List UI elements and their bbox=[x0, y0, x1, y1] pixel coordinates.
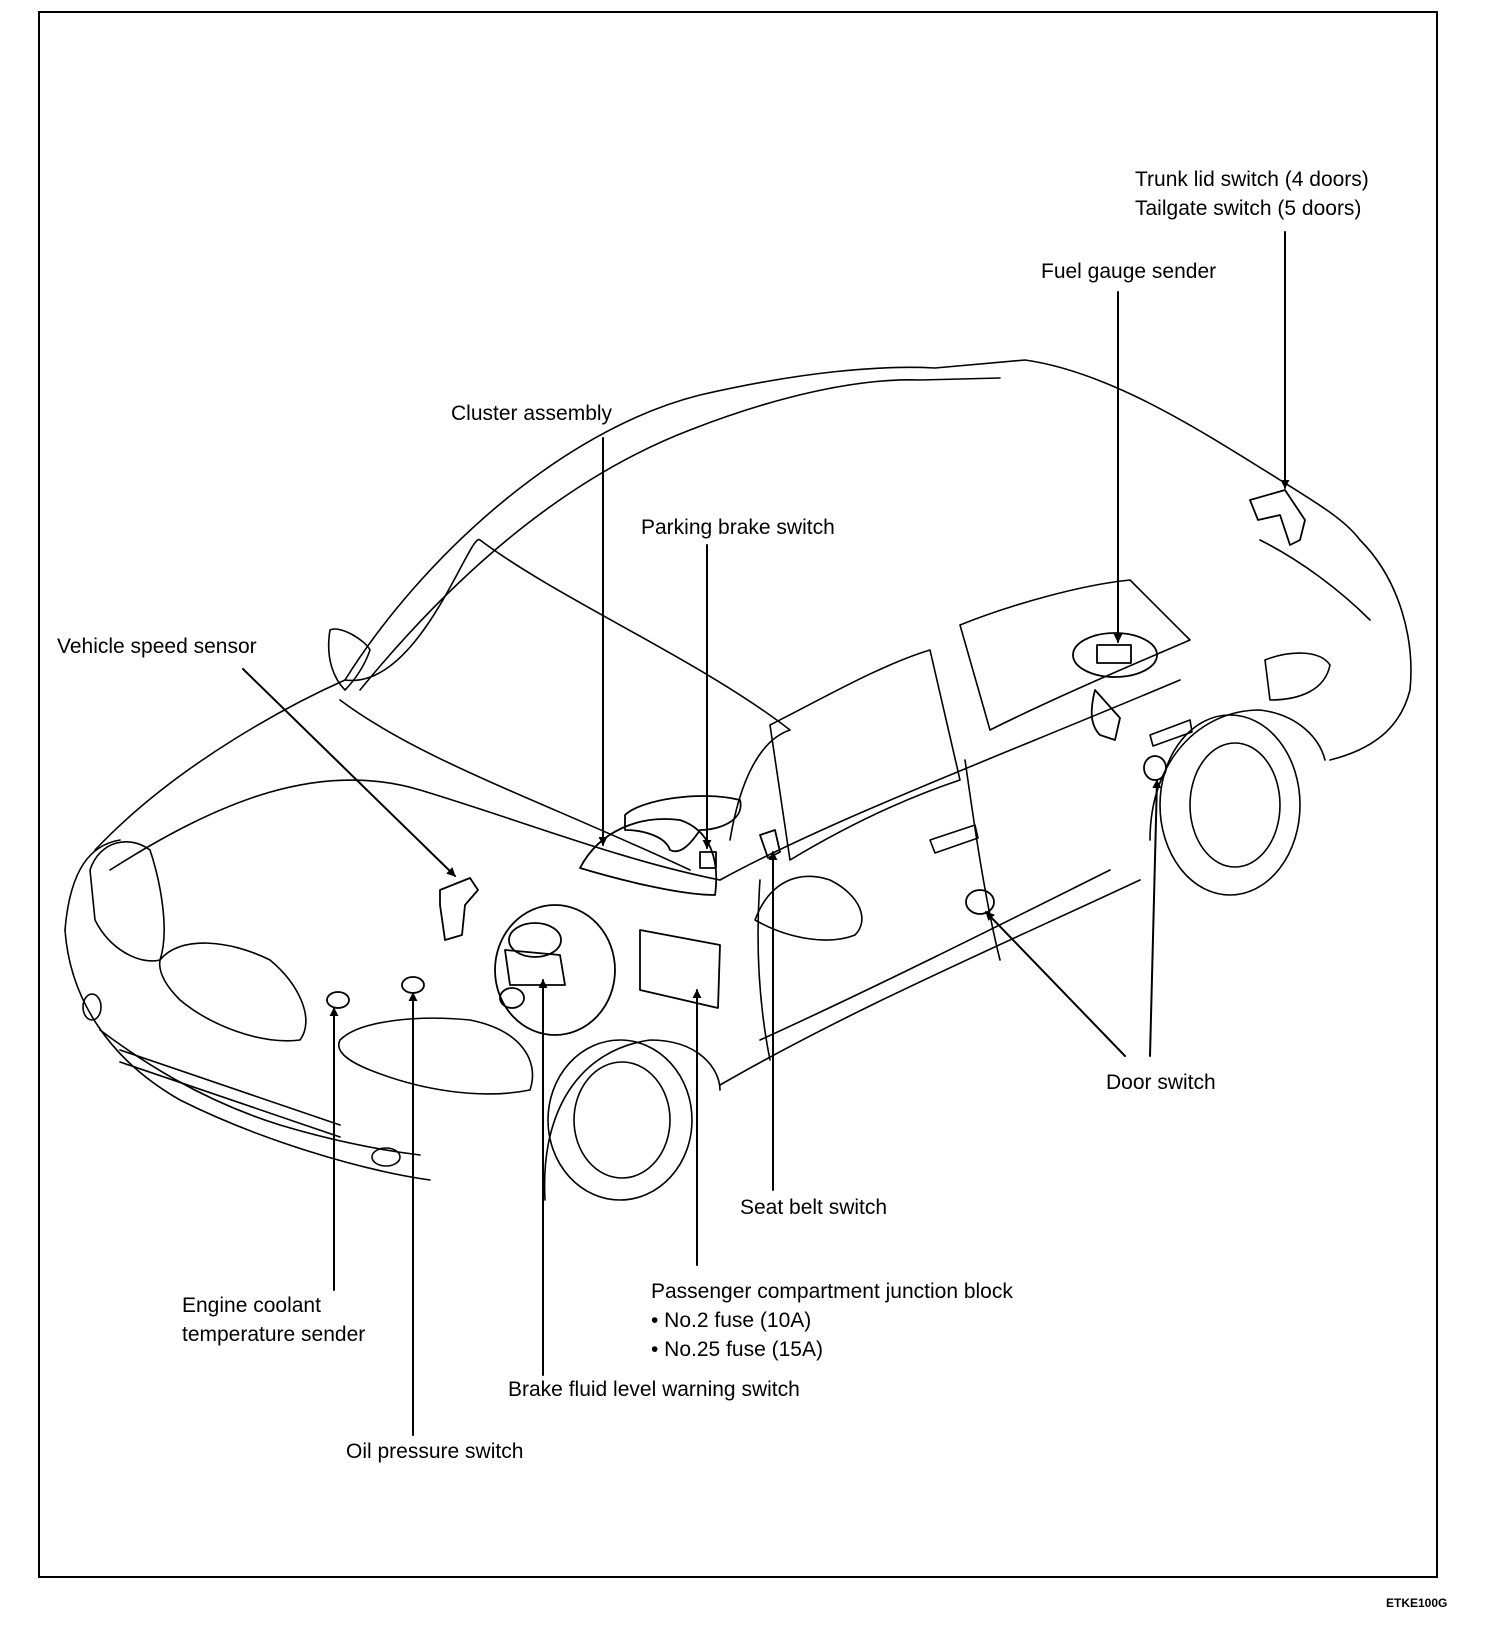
fog-lamp-right bbox=[371, 1147, 401, 1167]
label-engine-coolant-line2: temperature sender bbox=[182, 1323, 366, 1346]
door-handle-front bbox=[929, 824, 979, 854]
leader-speed-sensor bbox=[242, 668, 456, 877]
front-door-window bbox=[769, 649, 961, 861]
front-wheel-inner bbox=[573, 1061, 671, 1179]
car-roof-inner bbox=[359, 377, 1001, 691]
front-wheel bbox=[547, 1039, 693, 1201]
front-fender-flap bbox=[327, 628, 371, 691]
seat-belt-switch-shape bbox=[759, 829, 781, 859]
label-seat-belt-switch: Seat belt switch bbox=[740, 1196, 888, 1219]
label-junction-block: Passenger compartment junction block bbox=[651, 1280, 1013, 1303]
diagram-frame bbox=[38, 11, 1438, 1578]
leader-door-switch-rear bbox=[1149, 779, 1162, 1057]
figure-code: ETKE100G bbox=[1386, 1596, 1448, 1610]
bumper-strip bbox=[119, 1049, 341, 1126]
rear-deck bbox=[1259, 539, 1371, 621]
tail-lamp bbox=[1264, 652, 1331, 701]
side-line bbox=[719, 679, 1181, 881]
hood-line bbox=[109, 779, 721, 881]
side-sill bbox=[719, 879, 1141, 1086]
door-switch-rear bbox=[1143, 755, 1167, 781]
junction-block-box bbox=[639, 929, 721, 1009]
rear-wheel-inner bbox=[1189, 742, 1281, 868]
windshield bbox=[344, 539, 791, 841]
door-switch-front bbox=[965, 889, 995, 915]
tailgate-switch-shape bbox=[1249, 489, 1306, 546]
label-oil-pressure-switch: Oil pressure switch bbox=[346, 1440, 524, 1463]
door-handle-rear bbox=[1149, 719, 1193, 747]
label-fuse-no2: • No.2 fuse (10A) bbox=[651, 1309, 812, 1332]
parking-brake-lever bbox=[624, 795, 742, 853]
hood-front bbox=[64, 839, 121, 931]
brake-master-ring bbox=[494, 904, 616, 1036]
label-tailgate-switch: Tailgate switch (5 doors) bbox=[1135, 197, 1362, 220]
windshield-base bbox=[339, 699, 691, 871]
side-sill-2 bbox=[759, 869, 1111, 1041]
coolant-sender bbox=[326, 991, 350, 1009]
bumper bbox=[64, 929, 431, 1181]
rear-door-window bbox=[959, 579, 1191, 731]
label-cluster-assembly: Cluster assembly bbox=[451, 402, 613, 425]
headlight-right bbox=[338, 1017, 534, 1095]
label-fuel-gauge-sender: Fuel gauge sender bbox=[1041, 260, 1217, 283]
label-door-switch: Door switch bbox=[1106, 1071, 1216, 1094]
front-door-edge bbox=[757, 879, 771, 1061]
fog-lamp-left bbox=[82, 993, 102, 1021]
leader-door-switch-front bbox=[985, 911, 1126, 1057]
parking-brake-switch-box bbox=[699, 851, 717, 869]
rear-end bbox=[1329, 539, 1412, 761]
brake-reservoir-body bbox=[504, 949, 566, 986]
label-vehicle-speed-sensor: Vehicle speed sensor bbox=[57, 635, 257, 658]
rear-seat-hardware bbox=[1090, 689, 1121, 741]
label-brake-fluid-switch: Brake fluid level warning switch bbox=[508, 1378, 800, 1401]
side-mirror bbox=[754, 875, 863, 941]
oil-pressure-switch-shape bbox=[401, 976, 425, 994]
components bbox=[326, 489, 1306, 1036]
fuel-sender-unit bbox=[1096, 644, 1132, 664]
label-trunk-lid-switch: Trunk lid switch (4 doors) bbox=[1135, 168, 1369, 191]
leader-lines bbox=[242, 231, 1290, 1436]
label-fuse-no25: • No.25 fuse (15A) bbox=[651, 1338, 823, 1361]
brake-reservoir bbox=[508, 922, 562, 958]
bumper-strip-2 bbox=[119, 1061, 341, 1138]
bumper-lower bbox=[99, 1029, 421, 1156]
rear-wheel bbox=[1159, 714, 1301, 896]
label-engine-coolant-line1: Engine coolant bbox=[182, 1294, 321, 1317]
car-roof bbox=[344, 359, 1361, 681]
door-divider bbox=[964, 759, 1001, 961]
speed-sensor bbox=[439, 877, 479, 941]
brake-booster bbox=[499, 987, 525, 1009]
grille bbox=[158, 942, 307, 1042]
hood bbox=[94, 679, 346, 851]
fuel-sender-ring bbox=[1072, 632, 1158, 678]
headlight-left bbox=[89, 841, 165, 962]
label-parking-brake-switch: Parking brake switch bbox=[641, 516, 835, 539]
